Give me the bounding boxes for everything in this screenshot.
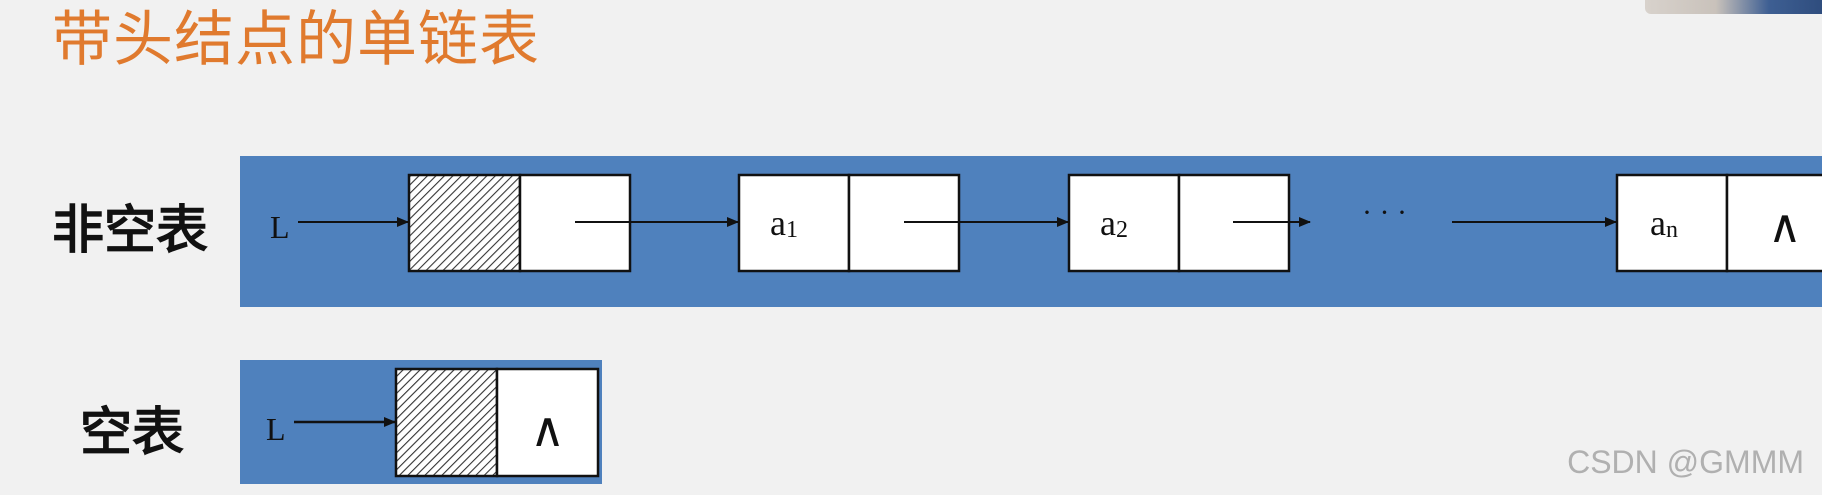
watermark: CSDN @GMMM xyxy=(1567,444,1804,480)
head-pointer-label: L xyxy=(266,411,286,447)
row-label-nonempty: 非空表 xyxy=(52,201,209,261)
presenter-photo-fragment xyxy=(1645,0,1822,14)
head-pointer-label: L xyxy=(270,209,290,245)
node-a1-label: a1 xyxy=(770,203,798,243)
node-a1-data-cell xyxy=(737,173,851,273)
page-title: 带头结点的单链表 xyxy=(52,5,540,75)
node-an-next-cell xyxy=(1725,173,1822,273)
empty-head-node-data-cell xyxy=(394,367,499,478)
null-pointer-symbol: ∧ xyxy=(530,404,565,457)
null-pointer-symbol: ∧ xyxy=(1768,201,1802,252)
node-a2-label: a2 xyxy=(1100,203,1128,243)
node-a2-data-cell xyxy=(1067,173,1181,273)
empty-head-node-next-cell xyxy=(495,367,600,478)
node-an-data-cell xyxy=(1615,173,1729,273)
head-node-data-cell xyxy=(407,173,522,273)
row-label-empty: 空表 xyxy=(80,403,185,463)
ellipsis: · · · xyxy=(1362,196,1407,229)
node-an-label: an xyxy=(1650,203,1678,243)
